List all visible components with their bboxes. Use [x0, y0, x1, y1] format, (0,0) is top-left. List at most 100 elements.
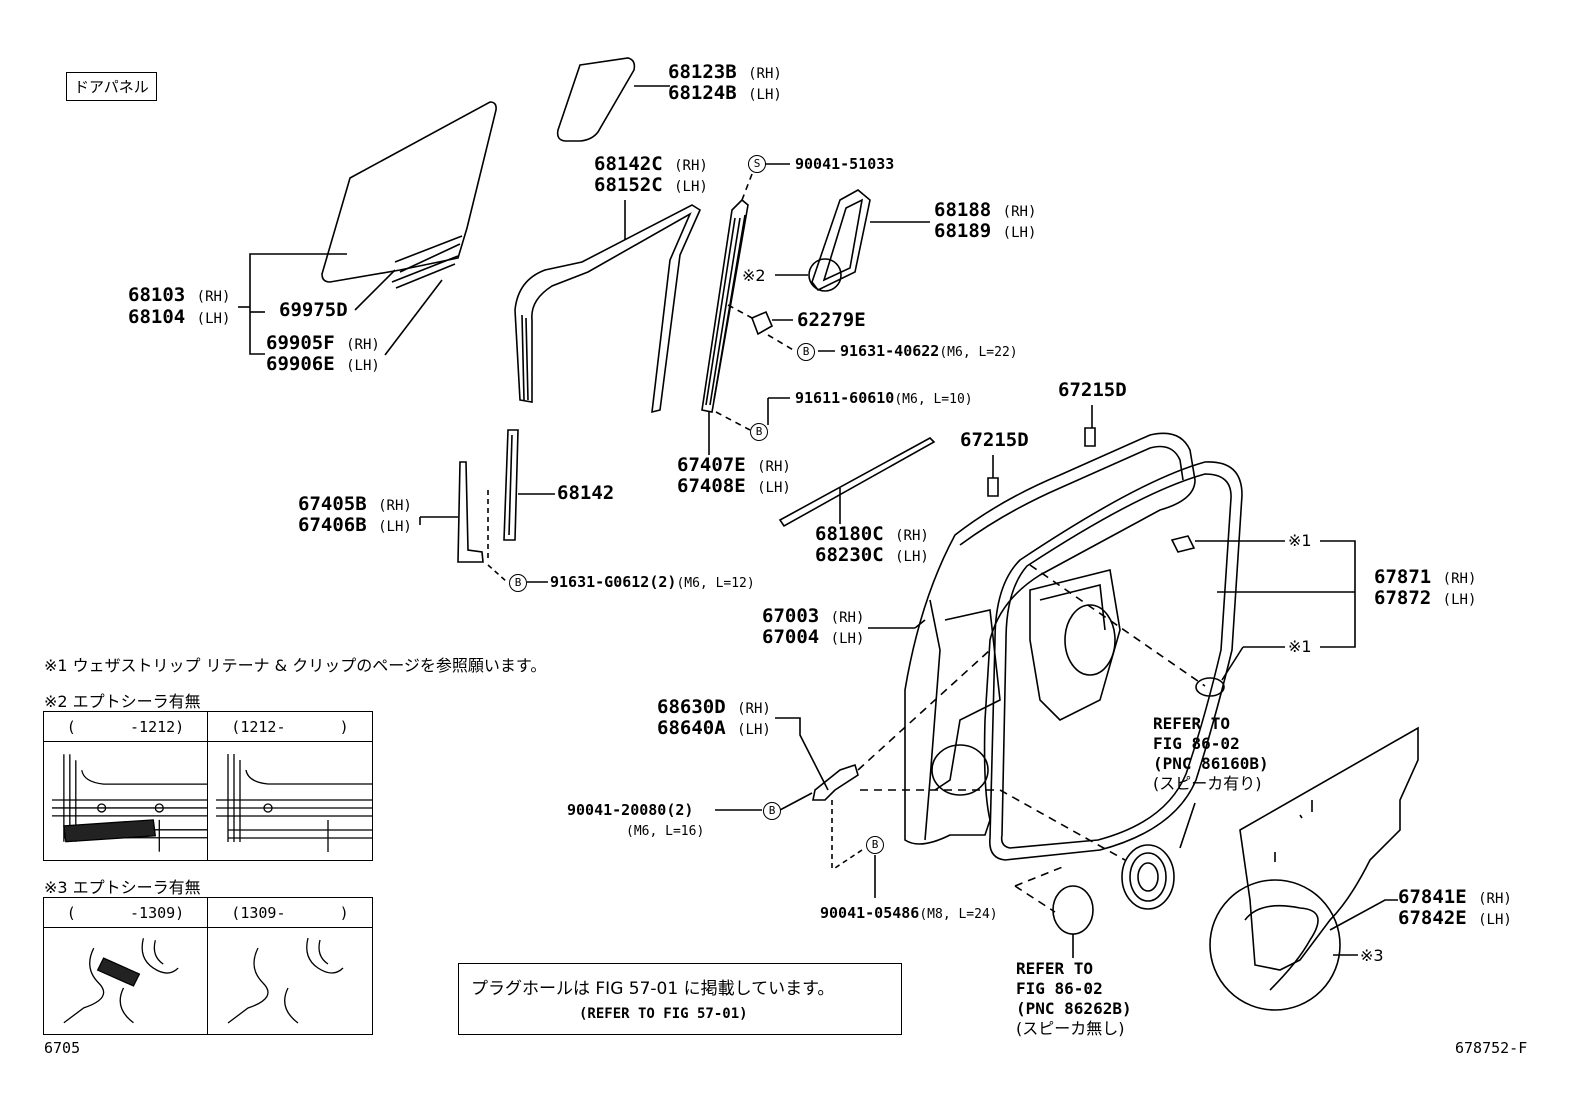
fastener-label-90041-51033[interactable]: 90041-51033: [795, 156, 894, 173]
fastener-label-91611-60610[interactable]: 91611-60610(M6, L=10): [795, 390, 973, 408]
part-side: (LH): [346, 358, 380, 374]
part-code: 67406B: [298, 514, 367, 536]
part-label-68104[interactable]: 68104 (LH): [128, 307, 230, 330]
fastener-code: 90041-05486: [820, 904, 920, 922]
part-label-68188[interactable]: 68188 (RH): [934, 200, 1036, 223]
part-label-67871[interactable]: 67871 (RH): [1374, 567, 1476, 590]
part-code: 68123B: [668, 61, 737, 83]
part-label-67872[interactable]: 67872 (LH): [1374, 588, 1476, 611]
part-label-62279e[interactable]: 62279E: [797, 310, 866, 331]
fastener-code: 91611-60610: [795, 389, 895, 407]
note-2: ※2 エプトシーラ有無: [44, 692, 201, 711]
part-side: (LH): [737, 722, 771, 738]
ref-mark-3: ※3: [1360, 946, 1384, 965]
door-glass-shape: [321, 101, 497, 283]
part-code: 68152C: [594, 174, 663, 196]
part-side: (LH): [378, 519, 412, 535]
ref-mark-1-upper: ※1: [1288, 531, 1312, 550]
part-label-67406b[interactable]: 67406B (LH): [298, 515, 412, 538]
part-label-68189[interactable]: 68189 (LH): [934, 221, 1036, 244]
part-code: 68630D: [657, 696, 726, 718]
speaker-shape: [1121, 844, 1175, 910]
part-label-67003[interactable]: 67003 (RH): [762, 606, 864, 629]
part-side: (LH): [830, 631, 865, 647]
part-label-67405b[interactable]: 67405B (RH): [298, 494, 412, 517]
part-label-67004[interactable]: 67004 (LH): [762, 627, 864, 650]
run-channel-shape: [514, 204, 702, 414]
table-header-before: ( -1309): [44, 898, 208, 928]
part-label-68152c[interactable]: 68152C (LH): [594, 175, 708, 198]
refer-line: REFER TO: [1153, 714, 1231, 733]
fastener-label-90041-05486[interactable]: 90041-05486(M8, L=24): [820, 905, 998, 923]
fastener-spec: (M6, L=22): [939, 345, 1018, 360]
table-cell-before: [44, 928, 208, 1034]
part-code: 62279E: [797, 309, 866, 331]
part-label-67842e[interactable]: 67842E (LH): [1398, 908, 1512, 931]
plug-note-english: (REFER TO FIG 57-01): [579, 1006, 748, 1022]
part-label-68103[interactable]: 68103 (RH): [128, 285, 230, 308]
part-code: 67003: [762, 605, 820, 627]
part-side: (LH): [895, 549, 929, 565]
part-code: 68103: [128, 284, 186, 306]
part-side: (LH): [1478, 912, 1512, 928]
part-label-67841e[interactable]: 67841E (RH): [1398, 887, 1512, 910]
part-code: 68188: [934, 199, 992, 221]
part-label-68640a[interactable]: 68640A (LH): [657, 718, 771, 741]
part-label-67215d-lower[interactable]: 67215D: [960, 430, 1029, 451]
part-label-69975d[interactable]: 69975D: [279, 300, 348, 321]
lower-frame-shape: [457, 461, 484, 563]
belt-moulding-shape: [778, 437, 936, 528]
fastener-label-90041-20080[interactable]: 90041-20080(2): [567, 802, 693, 819]
part-code: 68104: [128, 306, 186, 328]
fastener-label-91631-g0612[interactable]: 91631-G0612(2)(M6, L=12): [550, 574, 755, 592]
footer-left-code: 6705: [44, 1039, 81, 1057]
part-label-68180c[interactable]: 68180C (RH): [815, 524, 929, 547]
part-label-68142[interactable]: 68142: [557, 483, 614, 504]
part-label-68230c[interactable]: 68230C (LH): [815, 545, 929, 568]
part-code: 68189: [934, 220, 992, 242]
part-code: 67408E: [677, 475, 746, 497]
part-label-68142c[interactable]: 68142C (RH): [594, 154, 708, 177]
part-label-67408e[interactable]: 67408E (LH): [677, 476, 791, 499]
part-label-68630d[interactable]: 68630D (RH): [657, 697, 771, 720]
refer-line: (PNC 86160B): [1153, 754, 1269, 773]
table-cell-before: [44, 742, 208, 860]
part-label-69905f[interactable]: 69905F (RH): [266, 333, 380, 356]
part-side: (RH): [1442, 571, 1477, 587]
ref-mark-1-lower: ※1: [1288, 637, 1312, 656]
part-side: (RH): [1002, 204, 1037, 220]
door-check-shape: [812, 763, 859, 801]
part-code: 68230C: [815, 544, 884, 566]
table-header-after: (1212- ): [208, 712, 372, 742]
refer-line: FIG 86-02: [1153, 734, 1240, 753]
detail-drawing-after: [227, 937, 344, 1024]
part-label-68124b[interactable]: 68124B (LH): [668, 83, 782, 106]
part-label-67407e[interactable]: 67407E (RH): [677, 455, 791, 478]
rear-run-shape: [503, 429, 519, 541]
refer-line: (スピーカ有り): [1153, 774, 1262, 793]
speaker-cover-shape: [1052, 885, 1094, 935]
part-side: (RH): [737, 701, 771, 717]
fastener-spec: (M8, L=24): [919, 907, 998, 922]
door-trim-shape: [1239, 726, 1419, 971]
part-side: (RH): [748, 66, 782, 82]
part-code: 69906E: [266, 353, 335, 375]
part-side: (RH): [757, 459, 791, 475]
part-label-67215d-upper[interactable]: 67215D: [1058, 380, 1127, 401]
fastener-label-91631-40622[interactable]: 91631-40622(M6, L=22): [840, 343, 1018, 361]
part-side: (LH): [196, 311, 231, 327]
fastener-mark-b: B: [750, 423, 768, 441]
part-code: 69905F: [266, 332, 335, 354]
part-code: 68142C: [594, 153, 663, 175]
part-label-69906e[interactable]: 69906E (LH): [266, 354, 380, 377]
fastener-mark-b: B: [797, 343, 815, 361]
fastener-spec-90041-20080: (M6, L=16): [626, 824, 705, 839]
refer-line: REFER TO: [1016, 959, 1094, 978]
refer-line: (PNC 86262B): [1016, 999, 1132, 1018]
part-side: (LH): [1442, 592, 1477, 608]
part-label-68123b[interactable]: 68123B (RH): [668, 62, 782, 85]
table-cell-after: [208, 742, 372, 860]
